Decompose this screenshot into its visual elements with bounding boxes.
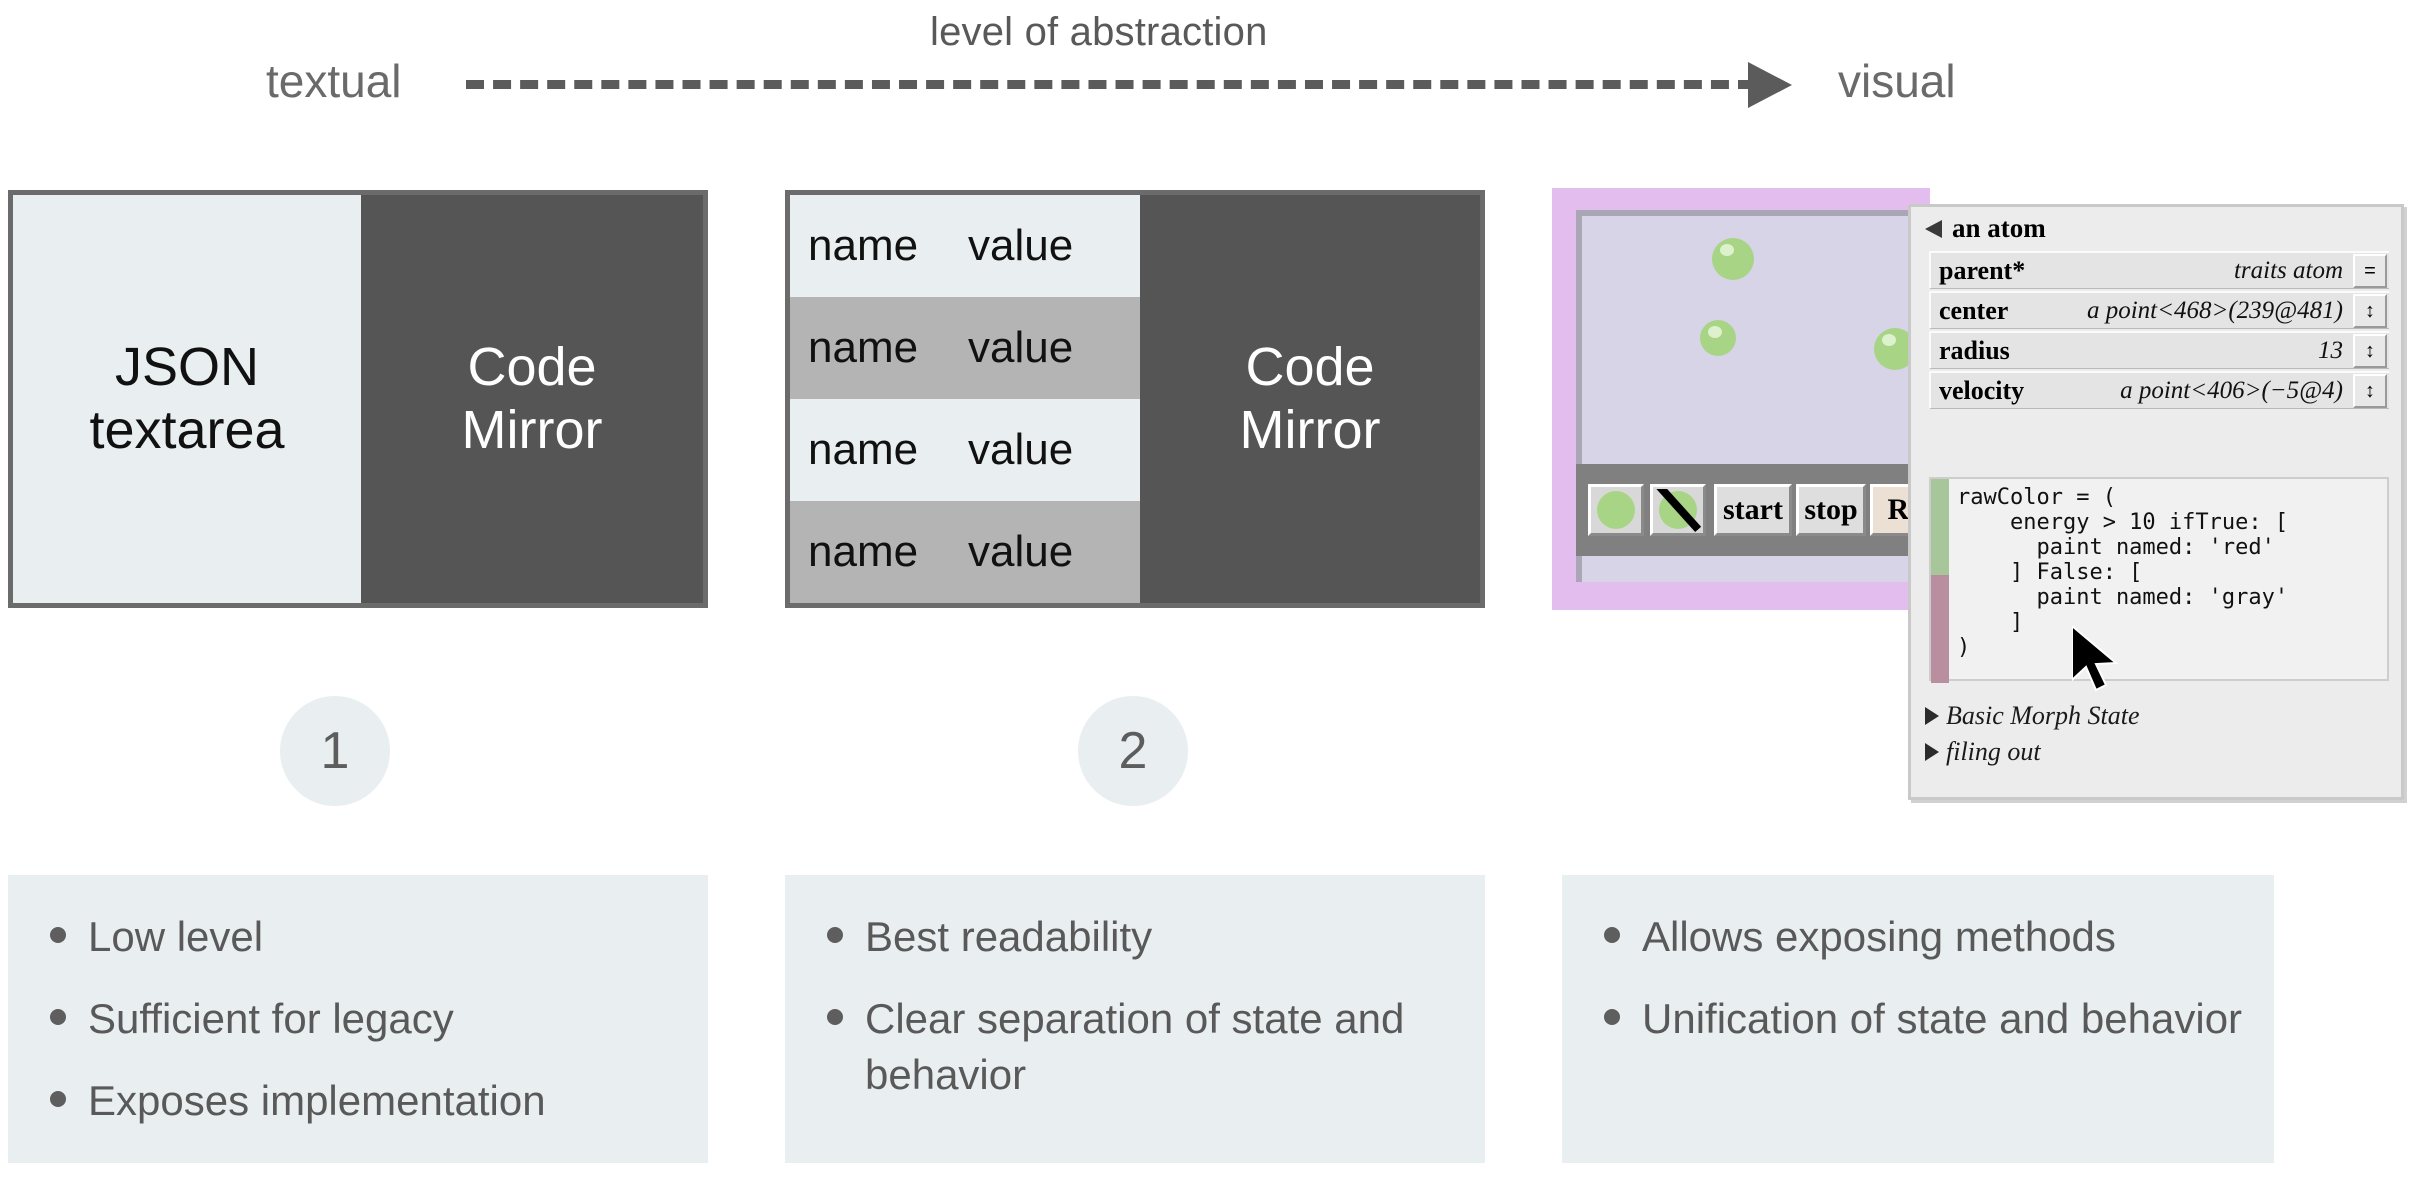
row-name: name — [808, 323, 919, 372]
table-row[interactable]: name value — [790, 399, 1140, 501]
stepper-icon[interactable]: ↕ — [2353, 373, 2387, 408]
step-number-2: 2 — [1078, 696, 1188, 806]
table-row[interactable]: name value — [790, 195, 1140, 297]
property-key: parent* — [1939, 255, 2026, 285]
axis-right-label: visual — [1838, 55, 1956, 107]
list-item: Allows exposing methods — [1604, 909, 2244, 965]
expand-triangle-icon — [1925, 743, 1939, 761]
property-value: traits atom — [2233, 256, 2343, 284]
row-name: name — [808, 221, 919, 270]
property-row-radius[interactable]: radius 13 ↕ — [1929, 331, 2389, 369]
code-text: rawColor = ( energy > 10 ifTrue: [ paint… — [1957, 485, 2289, 660]
axis-left-label: textual — [266, 55, 402, 107]
atom-tool-button[interactable] — [1588, 484, 1644, 536]
axis-arrow-icon — [1748, 62, 1792, 108]
property-key: center — [1939, 295, 2009, 325]
slash-icon — [1655, 489, 1707, 533]
row-name: name — [808, 425, 919, 474]
axis-title: level of abstraction — [930, 10, 1268, 54]
stepper-icon[interactable]: ↕ — [2353, 293, 2387, 328]
row-value: value — [968, 221, 1074, 270]
atom-disabled-tool-button[interactable] — [1650, 484, 1706, 536]
list-item: Sufficient for legacy — [50, 991, 678, 1047]
bullet-text: Clear separation of state and behavior — [865, 994, 1405, 1098]
atom-icon — [1700, 320, 1736, 356]
bullet-dot-icon — [50, 927, 66, 943]
expand-triangle-icon — [1925, 707, 1939, 725]
property-row-velocity[interactable]: velocity a point<406>(−5@4) ↕ — [1929, 371, 2389, 409]
list-item: Unification of state and behavior — [1604, 991, 2244, 1047]
pros-box-2: Best readability Clear separation of sta… — [785, 875, 1485, 1163]
property-value: a point<468>(239@481) — [2086, 296, 2343, 324]
bullet-dot-icon — [1604, 1008, 1620, 1025]
bullet-dot-icon — [827, 927, 843, 943]
table-row[interactable]: name value — [790, 501, 1140, 603]
atom-icon — [1597, 491, 1635, 529]
atom-icon — [1712, 238, 1754, 280]
disclosure-basic-morph-state[interactable]: Basic Morph State — [1925, 701, 2140, 731]
code-editor[interactable]: rawColor = ( energy > 10 ifTrue: [ paint… — [1929, 477, 2389, 683]
gutter-pink — [1931, 575, 1949, 683]
morphic-toolbar: start stop Resi — [1576, 464, 1960, 556]
list-item: Best readability — [827, 909, 1455, 965]
bullet-dot-icon — [827, 1008, 843, 1025]
list-item: Clear separation of state and behavior — [827, 991, 1455, 1103]
table-row[interactable]: name value — [790, 297, 1140, 399]
collapse-triangle-icon[interactable] — [1925, 219, 1942, 238]
row-value: value — [968, 323, 1074, 372]
step-number-1: 1 — [280, 696, 390, 806]
menu-icon[interactable]: = — [2353, 253, 2387, 288]
name-value-table: name value name value name value name va… — [790, 195, 1140, 603]
object-inspector-window: an atom parent* traits atom = center a p… — [1908, 204, 2404, 800]
disclosure-filing-out[interactable]: filing out — [1925, 737, 2041, 767]
disclosure-label: Basic Morph State — [1946, 701, 2140, 730]
bullet-text: Low level — [88, 913, 264, 960]
bullet-dot-icon — [50, 1008, 66, 1025]
start-button[interactable]: start — [1714, 484, 1792, 536]
inspector-title-bar: an atom — [1925, 213, 2046, 244]
bullet-text: Exposes implementation — [88, 1076, 546, 1124]
inspector-title: an atom — [1952, 213, 2046, 243]
property-value: 13 — [2318, 336, 2343, 364]
property-key: radius — [1939, 335, 2010, 365]
list-item: Low level — [50, 909, 678, 965]
bullet-dot-icon — [1604, 927, 1620, 943]
stepper-icon[interactable]: ↕ — [2353, 333, 2387, 368]
bullet-text: Sufficient for legacy — [88, 994, 454, 1042]
bullet-text: Best readability — [865, 913, 1153, 960]
property-key: velocity — [1939, 375, 2025, 405]
gutter-green — [1931, 479, 1949, 575]
morphic-world-window: start stop Resi — [1552, 188, 1960, 610]
bullet-dot-icon — [50, 1090, 66, 1107]
row-name: name — [808, 527, 919, 576]
bullet-text: Allows exposing methods — [1642, 913, 2116, 960]
row-value: value — [968, 527, 1074, 576]
stop-button[interactable]: stop — [1796, 484, 1866, 536]
axis-dashed-line — [466, 80, 1756, 89]
bullet-text: Unification of state and behavior — [1642, 994, 2243, 1042]
property-row-parent[interactable]: parent* traits atom = — [1929, 251, 2389, 289]
list-item: Exposes implementation — [50, 1073, 678, 1129]
abstraction-axis: level of abstraction textual visual — [0, 0, 2414, 130]
pros-box-1: Low level Sufficient for legacy Exposes … — [8, 875, 708, 1163]
pros-box-3: Allows exposing methods Unification of s… — [1562, 875, 2274, 1163]
row-value: value — [968, 425, 1074, 474]
property-value: a point<406>(−5@4) — [2120, 376, 2343, 404]
mockup-table-codemirror: name value name value name value name va… — [785, 190, 1485, 608]
atom-icon — [1874, 328, 1912, 370]
disclosure-label: filing out — [1946, 737, 2041, 766]
property-row-center[interactable]: center a point<468>(239@481) ↕ — [1929, 291, 2389, 329]
